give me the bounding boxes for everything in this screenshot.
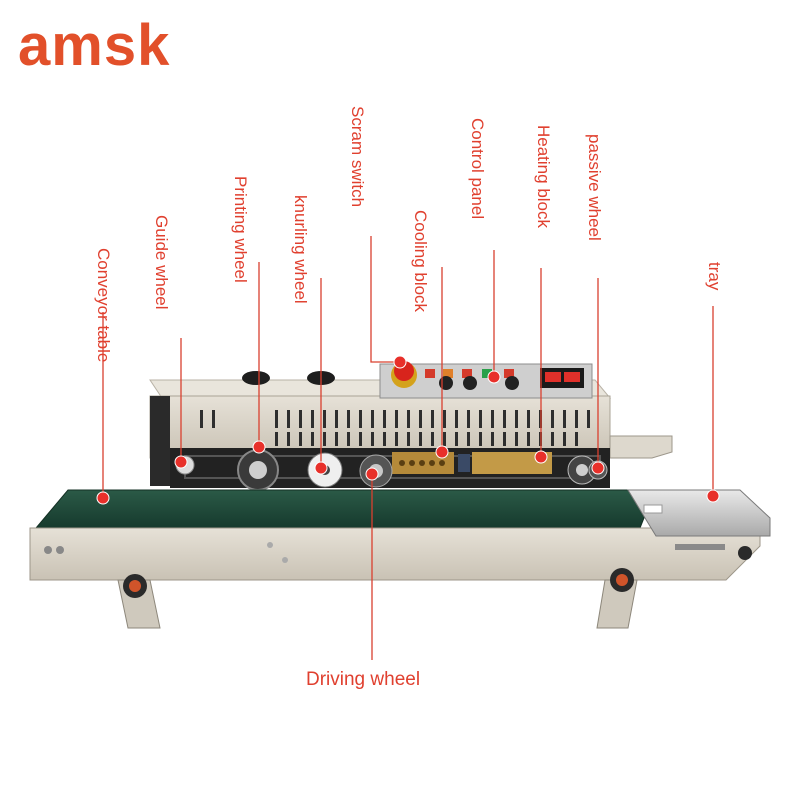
brand-logo: amsk — [18, 13, 171, 78]
marker-driving-wheel — [365, 467, 379, 481]
marker-heating-block — [534, 450, 548, 464]
conveyor-rail — [29, 527, 761, 581]
panel-knob — [439, 376, 453, 390]
adjust-knob — [242, 371, 270, 385]
label-heating-block: Heating block — [534, 125, 553, 229]
label-cooling-block: Cooling block — [411, 210, 430, 313]
label-passive-wheel: passive wheel — [585, 134, 604, 241]
housing-front — [149, 395, 611, 459]
marker-passive-wheel — [591, 461, 605, 475]
panel-knob — [505, 376, 519, 390]
label-printing-wheel: Printing wheel — [231, 176, 250, 283]
label-scram-switch: Scram switch — [348, 106, 367, 208]
label-driving-wheel: Driving wheel — [306, 669, 421, 690]
discharge-chute — [609, 435, 673, 459]
conveyor-belt — [34, 489, 656, 529]
leader-lines — [102, 236, 714, 660]
label-tray: tray — [705, 262, 724, 291]
marker-control-panel — [487, 370, 501, 384]
marker-conveyor-table — [96, 491, 110, 505]
label-control-panel: Control panel — [468, 118, 487, 220]
callout-markers — [96, 355, 720, 505]
label-knurling-wheel: knurling wheel — [291, 195, 310, 304]
label-conveyor-table: Conveyor table — [94, 248, 113, 363]
marker-scram-switch — [393, 355, 407, 369]
marker-cooling-block — [435, 445, 449, 459]
housing-left-end — [150, 396, 170, 486]
marker-printing-wheel — [252, 440, 266, 454]
marker-tray — [706, 489, 720, 503]
panel-knob — [463, 376, 477, 390]
tray-part — [627, 489, 771, 537]
marker-knurling-wheel — [314, 461, 328, 475]
marker-guide-wheel — [174, 455, 188, 469]
heating-block-part — [472, 452, 552, 474]
label-guide-wheel: Guide wheel — [152, 215, 171, 310]
